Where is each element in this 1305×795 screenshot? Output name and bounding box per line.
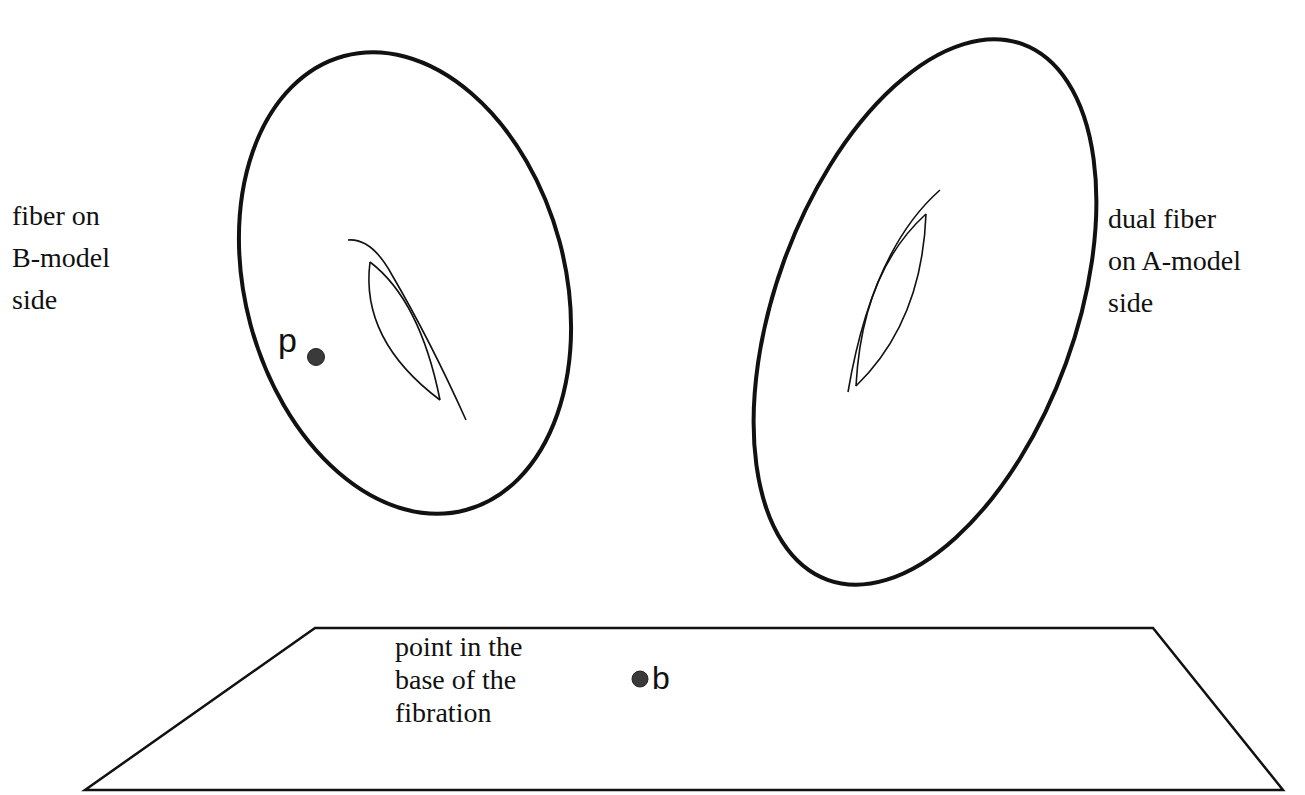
torus-hole <box>369 262 440 400</box>
point-label: b <box>652 659 670 697</box>
torus-hole <box>348 240 466 420</box>
side-label: dual fiber on A-model side <box>1108 198 1248 324</box>
torus-outline <box>190 15 621 552</box>
base-plane: point in the base of the fibration b <box>0 600 1305 795</box>
base-text: point in the base of the fibration <box>395 630 545 729</box>
torus-hole <box>856 214 926 386</box>
fiber-torus: p <box>230 45 580 525</box>
torus-outline <box>687 0 1164 631</box>
dual-torus <box>687 0 1164 631</box>
side-label: fiber on B-model side <box>12 195 132 321</box>
torus-hole <box>370 262 440 400</box>
node-outline <box>230 45 580 525</box>
torus-hole <box>848 190 940 392</box>
node-outline <box>0 600 1305 795</box>
torus-hole <box>856 214 926 386</box>
point-dot <box>308 349 325 366</box>
point-dot <box>632 671 648 687</box>
point-label: p <box>278 320 297 360</box>
base-plane-outline <box>85 628 1283 790</box>
